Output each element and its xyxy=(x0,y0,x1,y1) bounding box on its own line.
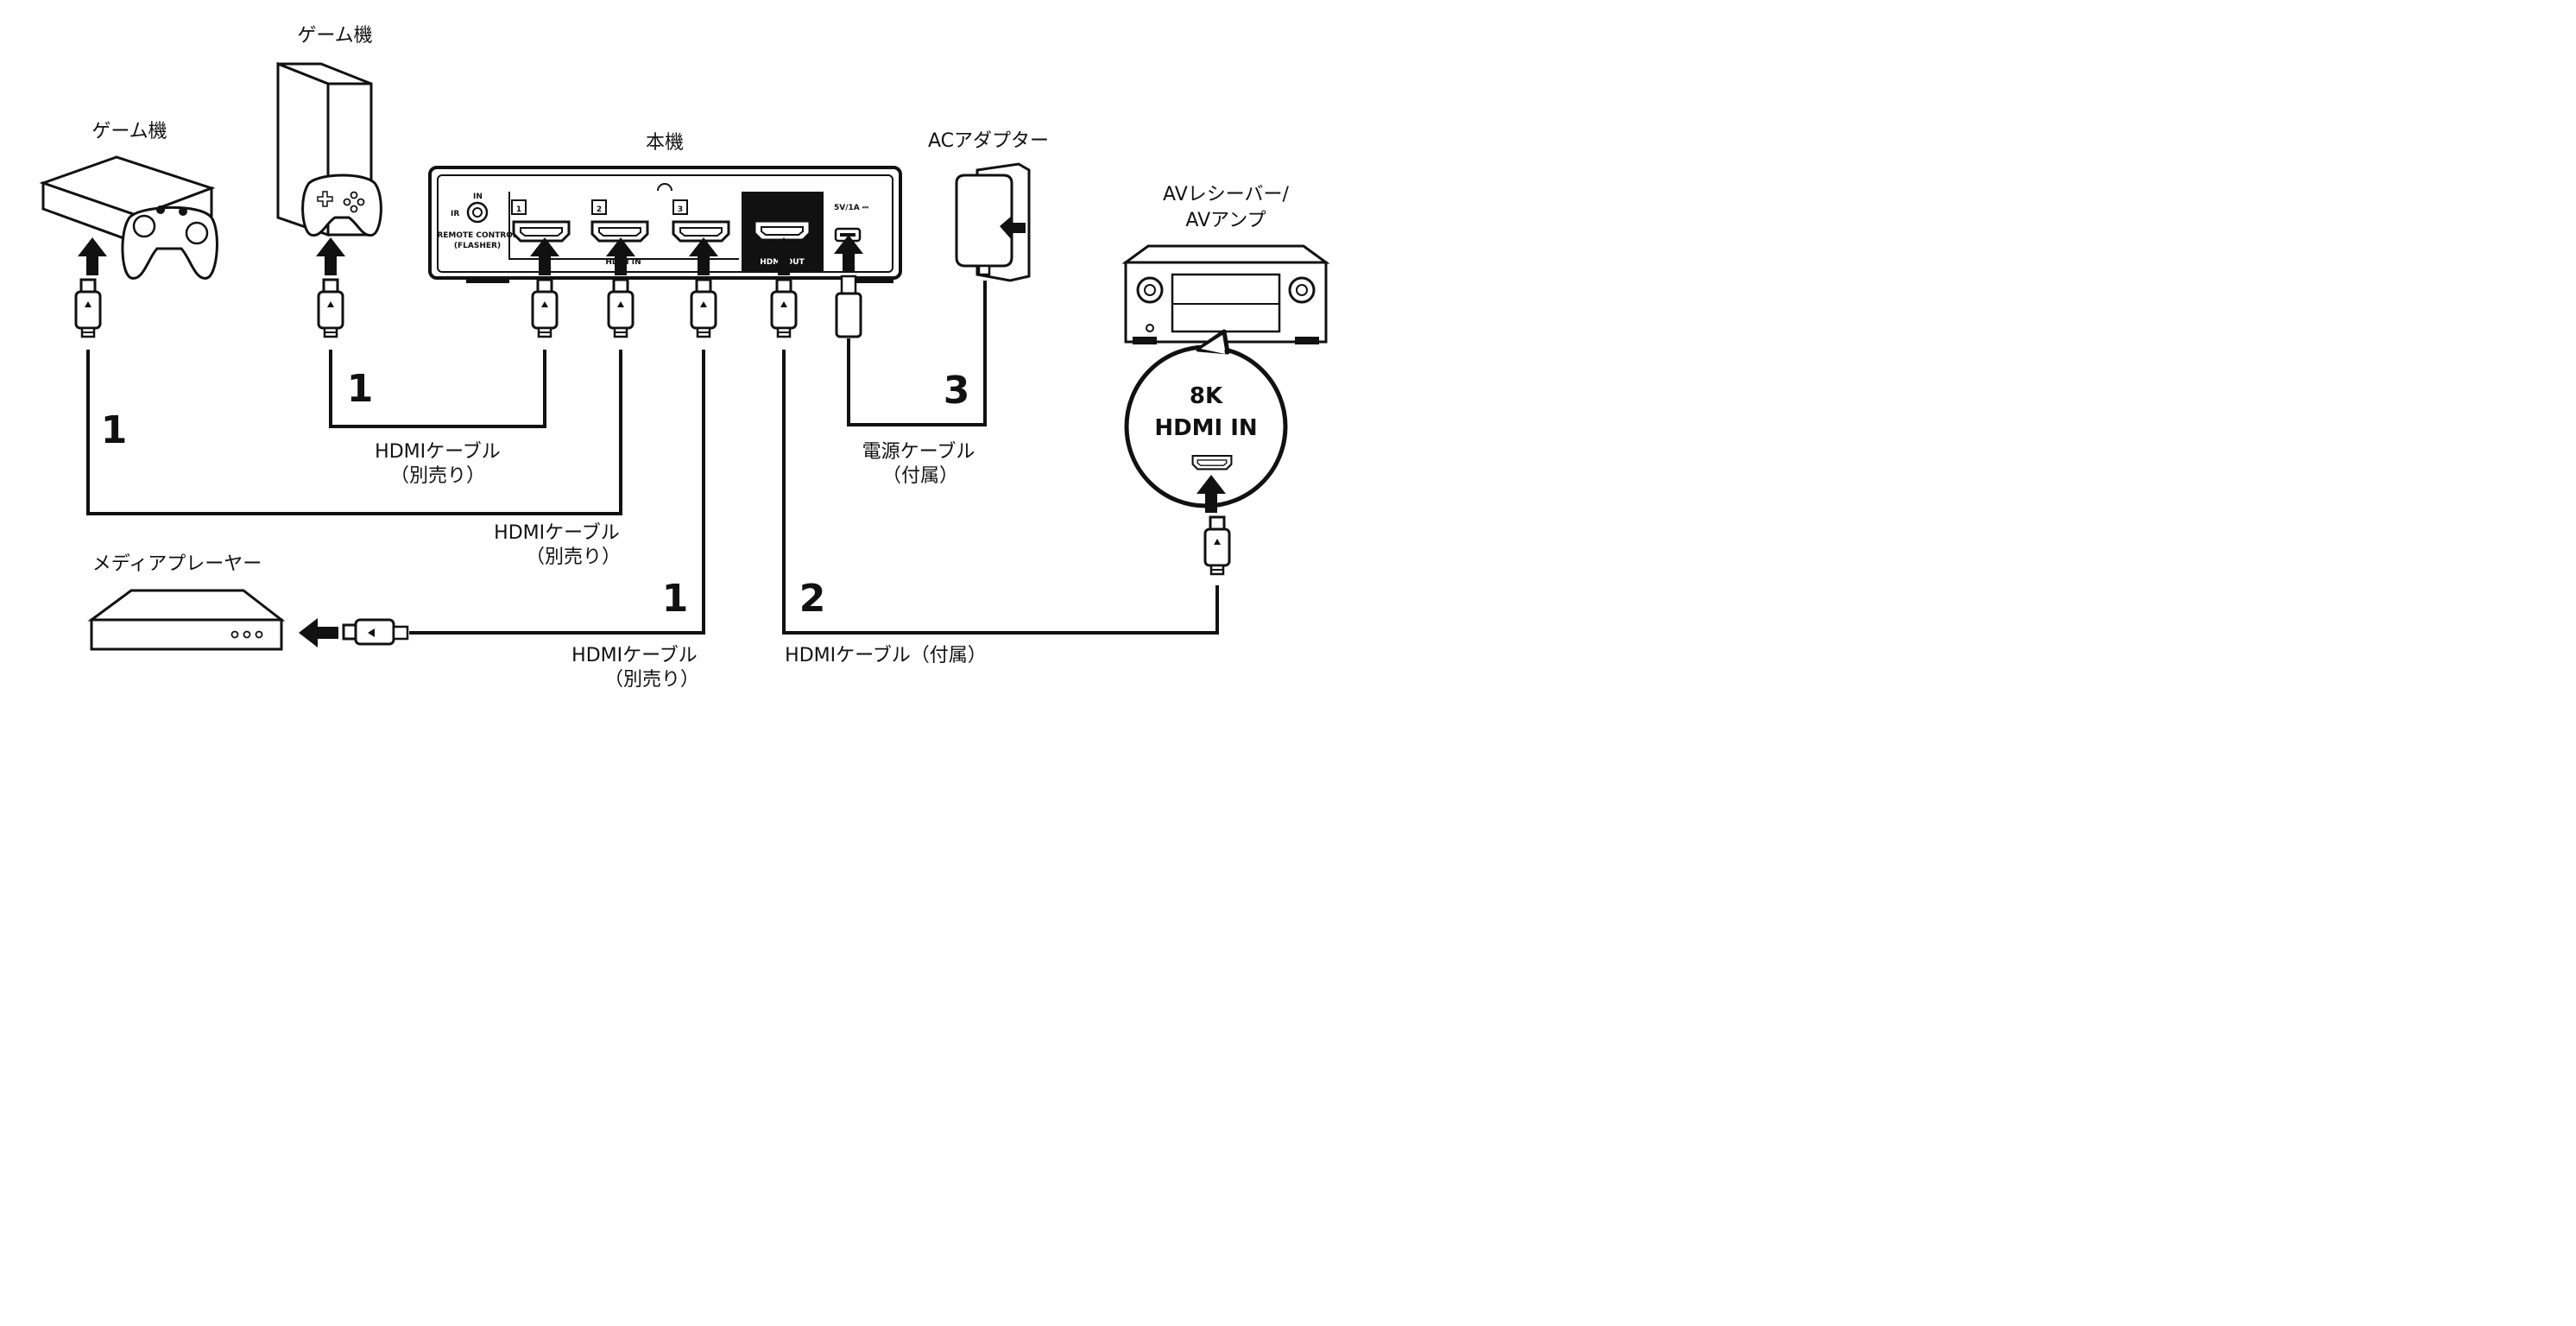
hdmi-port-icon xyxy=(1191,454,1233,470)
usb-plug-icon xyxy=(835,275,862,338)
cable-label: HDMIケーブル xyxy=(571,645,698,666)
game-console-2-label: ゲーム機 xyxy=(297,25,372,47)
input-1-label: 1 xyxy=(516,205,521,214)
cable-1-player xyxy=(409,350,705,635)
power-spec-label: 5V/1A ⎓ xyxy=(834,204,869,212)
gamepad-icon xyxy=(301,174,382,237)
cable-label: HDMIケーブル xyxy=(375,441,501,463)
connection-diagram: ゲーム機 ゲーム機 本機 IN IR REMOTE CONTROL xyxy=(39,25,1330,690)
step-number: 1 xyxy=(662,577,689,621)
hdmi-plug-icon xyxy=(690,278,717,338)
hdmi-plug-icon xyxy=(607,278,635,338)
game-console-1-label: ゲーム機 xyxy=(92,121,167,142)
receiver-label-line1: AVレシーバー/ xyxy=(1163,184,1289,205)
hdmi-in-callout: 8K HDMI IN xyxy=(1124,329,1288,508)
step-number: 2 xyxy=(799,577,826,621)
media-player-label: メディアプレーヤー xyxy=(92,553,262,575)
ir-in-label: IN xyxy=(473,193,483,201)
cable-1-game2 xyxy=(329,350,546,428)
input-2-label: 2 xyxy=(597,205,602,214)
hdmi-in-port-3 xyxy=(672,220,730,243)
hdmi-plug-icon xyxy=(342,618,409,646)
hdmi-in-port-2 xyxy=(590,220,649,243)
flasher-label: (FLASHER) xyxy=(454,242,501,250)
hdmi-plug-icon xyxy=(74,278,102,338)
cable-label-note: （別売り） xyxy=(604,669,699,690)
callout-8k: 8K xyxy=(1190,383,1223,409)
hdmi-plug-icon xyxy=(770,278,798,338)
cable-2-receiver xyxy=(782,350,1219,635)
cable-label: HDMIケーブル（付属） xyxy=(785,645,987,666)
hdmi-plug-icon xyxy=(317,278,344,338)
ir-label: IR xyxy=(451,210,459,218)
ac-adapter-label: ACアダプター xyxy=(928,130,1049,152)
hdmi-plug-icon xyxy=(531,278,559,338)
power-cable-note: （付属） xyxy=(882,465,958,487)
cable-label-note: （別売り） xyxy=(390,465,485,487)
ac-adapter xyxy=(955,162,1031,282)
remote-control-label: REMOTE CONTROL xyxy=(437,231,518,240)
arrow-up-icon xyxy=(78,237,107,275)
hdmi-out-port xyxy=(753,219,811,242)
step-number: 3 xyxy=(944,369,970,413)
cable-lines xyxy=(86,281,1219,635)
cable-label-note: （別売り） xyxy=(526,546,621,568)
step-number: 1 xyxy=(347,367,374,411)
input-3-label: 3 xyxy=(678,205,683,214)
gamepad-icon xyxy=(121,205,218,280)
cable-3-power xyxy=(847,281,987,426)
callout-hdmi-in: HDMI IN xyxy=(1154,415,1257,441)
media-player xyxy=(87,589,286,651)
step-number: 1 xyxy=(101,408,128,452)
ir-remote-port: IN IR REMOTE CONTROL (FLASHER) xyxy=(437,193,518,250)
game-console-tower xyxy=(276,61,382,237)
cable-label: HDMIケーブル xyxy=(494,522,620,544)
main-unit: 本機 IN IR REMOTE CONTROL (FLASHER) 1 2 3 … xyxy=(428,132,902,283)
arrow-left-icon xyxy=(299,618,338,647)
hdmi-in-port-1 xyxy=(512,220,571,243)
power-cable-label: 電源ケーブル xyxy=(862,441,975,463)
av-receiver xyxy=(1121,244,1330,344)
cable-1-game1 xyxy=(86,350,622,515)
receiver-label-line2: AVアンプ xyxy=(1185,210,1266,231)
main-unit-label: 本機 xyxy=(646,132,684,154)
game-console-flat xyxy=(39,155,218,280)
arrow-up-icon xyxy=(316,237,345,275)
hdmi-plug-icon xyxy=(1203,515,1231,576)
